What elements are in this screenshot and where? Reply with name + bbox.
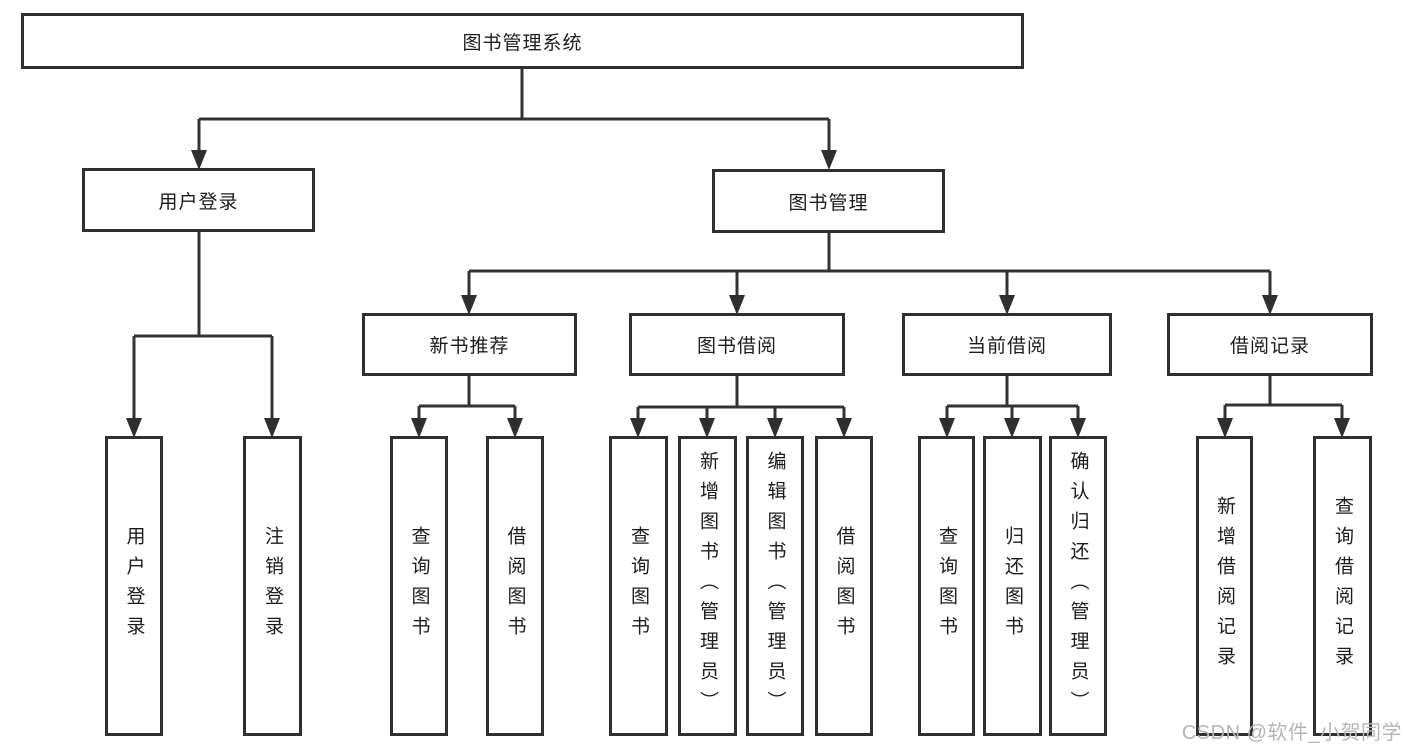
leaf-box-logout: 注销登录 bbox=[243, 436, 302, 736]
leaf-label: 归还图书 bbox=[1002, 526, 1023, 646]
node-box-root: 图书管理系统 bbox=[21, 13, 1024, 69]
node-box-new-book-recommend: 新书推荐 bbox=[362, 313, 577, 376]
leaf-label: 查询图书 bbox=[408, 526, 430, 646]
leaf-label: 用户登录 bbox=[123, 526, 145, 646]
leaf-box-edit-book-admin: 编辑图书（管理员） bbox=[746, 436, 804, 736]
leaf-label: 借阅图书 bbox=[504, 526, 526, 646]
leaf-label: 确认归还（管理员） bbox=[1067, 451, 1089, 721]
leaf-label: 查询借阅记录 bbox=[1332, 496, 1353, 676]
leaf-label: 新增图书（管理员） bbox=[697, 451, 718, 721]
leaf-box-add-book-admin: 新增图书（管理员） bbox=[678, 436, 737, 736]
leaf-box-recommend-query-book: 查询图书 bbox=[390, 436, 448, 736]
leaf-label: 编辑图书（管理员） bbox=[764, 451, 786, 721]
leaf-label: 借阅图书 bbox=[833, 526, 855, 646]
leaf-label: 新增借阅记录 bbox=[1214, 496, 1235, 676]
node-box-book-borrow: 图书借阅 bbox=[629, 313, 845, 376]
node-box-book-management: 图书管理 bbox=[712, 169, 945, 233]
leaf-label: 注销登录 bbox=[262, 526, 283, 646]
node-box-borrow-records: 借阅记录 bbox=[1167, 313, 1373, 376]
leaf-box-add-borrow-record: 新增借阅记录 bbox=[1196, 436, 1253, 736]
leaf-box-user-login: 用户登录 bbox=[105, 436, 163, 736]
leaf-box-return-book: 归还图书 bbox=[983, 436, 1042, 736]
leaf-box-recommend-borrow-book: 借阅图书 bbox=[486, 436, 544, 736]
leaf-box-current-query-book: 查询图书 bbox=[918, 436, 975, 736]
leaf-box-borrow-query-book: 查询图书 bbox=[609, 436, 668, 736]
node-box-user-login: 用户登录 bbox=[82, 168, 315, 232]
leaf-box-confirm-return-admin: 确认归还（管理员） bbox=[1049, 436, 1107, 736]
csdn-watermark: CSDN @软件_小贺同学 bbox=[1181, 722, 1402, 744]
node-box-current-borrow: 当前借阅 bbox=[902, 313, 1112, 376]
leaf-box-borrow-book: 借阅图书 bbox=[815, 436, 873, 736]
leaf-box-query-borrow-record: 查询借阅记录 bbox=[1313, 436, 1372, 736]
leaf-label: 查询图书 bbox=[628, 526, 649, 646]
leaf-label: 查询图书 bbox=[936, 526, 957, 646]
